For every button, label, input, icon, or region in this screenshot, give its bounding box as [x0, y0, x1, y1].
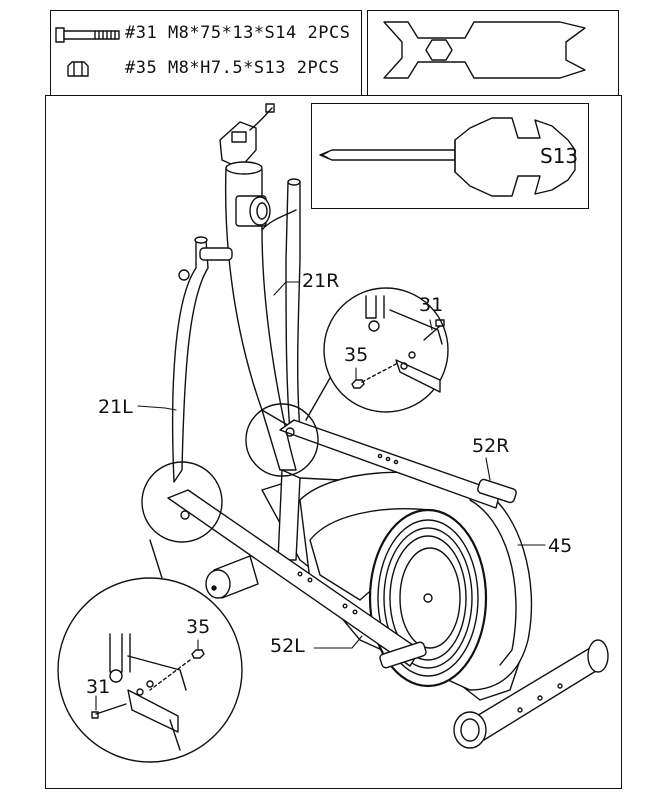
rear-stabilizer	[205, 555, 259, 599]
screwdriver-wrench-icon	[319, 117, 576, 197]
label-21l: 21L	[98, 396, 133, 418]
detail-upper-nut-label: 35	[344, 344, 369, 366]
pedal-arm-right	[279, 419, 517, 509]
front-stabilizer	[453, 639, 609, 749]
upright-post	[224, 161, 297, 471]
screwdriver-box	[311, 103, 589, 209]
wrench-icon	[383, 21, 586, 79]
tension-knob	[235, 195, 271, 227]
bolt-spec-label: #31 M8*75*13*S14 2PCS	[125, 23, 351, 43]
label-s13: S13	[540, 144, 579, 168]
nut-icon	[67, 61, 89, 77]
label-21r: 21R	[302, 270, 340, 292]
detail-lower-bolt-label: 31	[86, 676, 111, 698]
detail-upper-bolt-label: 31	[419, 294, 444, 316]
label-45: 45	[548, 535, 573, 557]
detail-lower-nut-label: 35	[186, 616, 211, 638]
leader-lines	[95, 281, 546, 711]
bolt-icon	[55, 27, 120, 43]
detail-circle-upper	[305, 287, 449, 421]
console-bracket	[219, 103, 275, 169]
nut-spec-label: #35 M8*H7.5*S13 2PCS	[125, 58, 340, 78]
handlebar-left	[171, 236, 233, 483]
flywheel-cover	[299, 471, 533, 691]
detail-circle-lower	[57, 539, 243, 763]
pedal-arm-left	[167, 489, 427, 669]
joint-circle-left	[141, 461, 223, 543]
label-52l: 52L	[270, 635, 305, 657]
label-52r: 52R	[472, 435, 510, 457]
joint-circle-right	[245, 403, 319, 477]
hardware-box	[50, 10, 362, 96]
wrench-box	[367, 10, 619, 96]
